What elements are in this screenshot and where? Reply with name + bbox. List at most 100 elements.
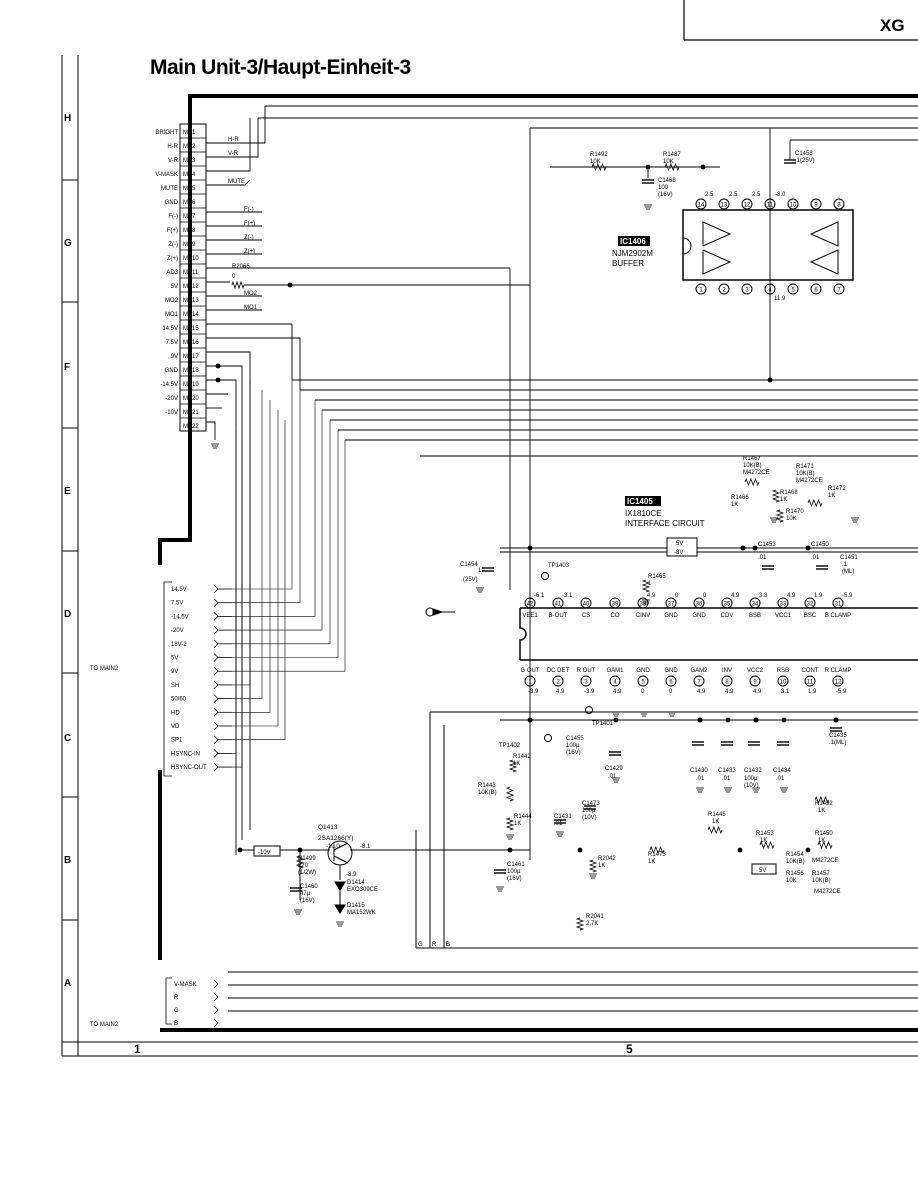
row-label-g: G	[64, 238, 72, 249]
main2-lower-signal-1: R	[174, 995, 179, 1001]
mb-pin-14: MB14	[183, 312, 199, 318]
ic1406	[682, 209, 854, 281]
ic1405-bottom-name-11: CONT	[802, 668, 819, 674]
ic1405	[519, 607, 918, 661]
mb-pin-10: MB10	[183, 256, 199, 262]
ic1405-top-volt-42: -6.1	[534, 593, 545, 599]
ic1405-top-name-34: BSB	[749, 613, 761, 619]
ic1406-bottom-pin-2: 2	[722, 288, 726, 294]
ic1406-top-pin-9: 9	[814, 203, 818, 209]
main2-upper-signal-7: SH	[171, 683, 179, 689]
row-label-e: E	[64, 486, 71, 497]
mb-signal-19: -14.5V	[160, 382, 178, 388]
ic1405-pins: 42VEE1-6.141B-OUT-3.140CS39CO38CINV4.937…	[521, 593, 854, 695]
main2-lower-signal-2: G	[174, 1008, 179, 1014]
ic1405-top-volt-34: 3.3	[759, 593, 768, 599]
part-r1457p: M4272CE	[814, 889, 841, 895]
box-m10v	[253, 845, 281, 857]
ic1405-bottom-name-10: RSB	[777, 668, 789, 674]
mb-pin-8: MB8	[183, 228, 196, 234]
ic1405-top-name-36: GND	[692, 613, 706, 619]
ic1405-bottom-pin-12: 12	[835, 680, 842, 686]
mb-signal-16: 7.5V	[166, 340, 178, 346]
part-r1445: R1445	[708, 812, 726, 818]
part-c1455: C1455	[566, 736, 584, 742]
mb-pin-11: MB11	[183, 270, 199, 276]
ic1406-pin4-volt: 11.9	[774, 296, 786, 302]
r2066-label: R2066	[232, 264, 250, 270]
part-d1414v: EXO309CE	[347, 887, 378, 893]
main2-upper-signal-6: 9V	[171, 669, 178, 675]
ic1405-bottom-name-3: R OUT	[577, 668, 596, 674]
ic1406-bottom-pin-4: 4	[768, 288, 772, 294]
part-r1499r: (1/2W)	[298, 870, 316, 876]
part-r1456v: 10K	[786, 878, 797, 884]
part-r1457: R1457	[812, 871, 830, 877]
wire-label-mo2: MO2	[244, 291, 258, 297]
part-r2041v: 2.7K	[586, 921, 598, 927]
part-c1431v: .01	[554, 821, 563, 827]
part-r1470v: 10K	[786, 516, 797, 522]
part-r1450: R1450	[815, 831, 833, 837]
wire-label-hr: H-R	[228, 137, 239, 143]
part-r1467p: M4272CE	[743, 470, 770, 476]
part-r1442v: 1K	[513, 761, 520, 767]
box-m10v-label: -10V	[258, 850, 271, 856]
main2-upper-signal-8: 50/60	[171, 697, 187, 703]
ic1405-bottom-volt-5: 0	[641, 689, 645, 695]
connector-mb-pins: MB1BRIGHTMB2H-RMB3V-RMB4V-MASKMB5MUTEMB6…	[155, 123, 206, 430]
part-r1472: R1472	[828, 486, 846, 492]
main2-lower-signal-0: V-MASK	[174, 982, 197, 988]
page-frame	[61, 0, 918, 1057]
mb-signal-4: V-MASK	[155, 172, 178, 178]
part-c1431: C1431	[554, 814, 572, 820]
r2066-value: 0	[232, 274, 236, 280]
ic1405-top-name-31: B CLAMP	[825, 613, 851, 619]
to-main2-lower-label: TO MAIN2	[90, 1022, 119, 1028]
part-r1456: R1456	[786, 871, 804, 877]
ic1406-desc: BUFFER	[612, 259, 644, 268]
part-c1468: C1468	[658, 178, 676, 184]
ic1405-top-pin-32: 32	[807, 602, 814, 608]
part-r2041: R2041	[586, 914, 604, 920]
row-label-a: A	[64, 978, 72, 989]
main2-upper-signal-3: -20V	[171, 628, 184, 634]
ic1405-top-pin-42: 42	[527, 602, 534, 608]
part-tp1402: TP1402	[499, 743, 521, 749]
part-c1454v: 1	[478, 568, 482, 574]
ic1405-bottom-pin-9: 9	[753, 680, 757, 686]
part-r1499v: 270	[298, 863, 309, 869]
mb-pin-16: MB16	[183, 340, 199, 346]
ic1405-bottom-volt-9: 4.9	[753, 689, 762, 695]
wire-label-mo1: MO1	[244, 305, 258, 311]
part-c1461v: 100µ	[507, 869, 521, 875]
ic1406-top-pin-11: 11	[767, 203, 774, 209]
signal-arrow	[425, 607, 455, 617]
part-c1473v: 100µ	[582, 808, 596, 814]
ic1405-top-volt-38: 4.9	[647, 593, 656, 599]
part-r1454: R1454	[786, 852, 804, 858]
part-c1454: C1454	[460, 562, 478, 568]
mb-signal-17: 9V	[171, 354, 178, 360]
mb-signal-2: H-R	[167, 144, 178, 150]
mb-pin-20: MB20	[183, 396, 199, 402]
col-label-1: 1	[134, 1042, 141, 1056]
part-c1434v: .01	[776, 776, 785, 782]
ic1405-top-pin-38: 38	[640, 602, 647, 608]
row-label-c: C	[64, 733, 72, 744]
part-c1468r: (16V)	[658, 192, 673, 198]
ic1405-bottom-name-2: DC DET	[547, 668, 570, 674]
ic1405-bottom-volt-4: 4.9	[613, 689, 622, 695]
ic1405-bottom-pin-4: 4	[613, 680, 617, 686]
ic1406-bottom-pin-5: 5	[791, 288, 795, 294]
ic1405-top-pin-34: 34	[752, 602, 759, 608]
ic1406-top-pin-10: 10	[790, 203, 797, 209]
q1413-v1: -10.0	[326, 844, 340, 850]
model-label: XG	[880, 16, 905, 35]
part-c1432v: 100µ	[744, 776, 758, 782]
mb-pin-5: MB5	[183, 186, 196, 192]
ic1406-ref: IC1406	[620, 237, 646, 246]
ic1405-bottom-pin-10: 10	[780, 680, 787, 686]
